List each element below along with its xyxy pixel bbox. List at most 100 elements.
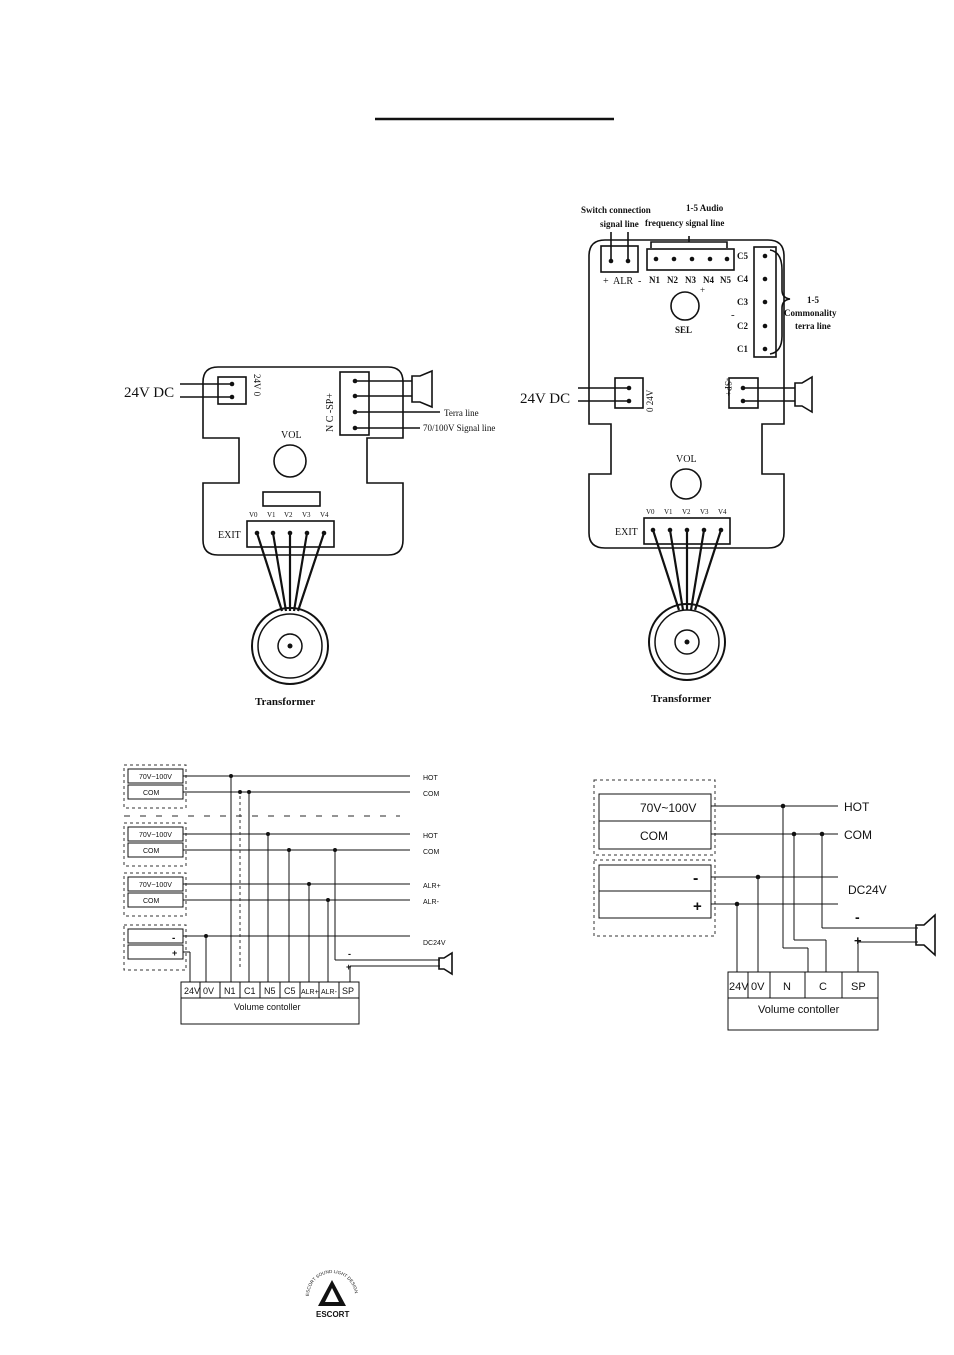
board-a-terra-line: Terra line — [444, 408, 479, 418]
escort-logo: ESCORT SOUND LIGHT DESIGN ESCORT — [305, 1269, 359, 1319]
svg-text:ALR-: ALR- — [423, 899, 440, 906]
board-a-transformer-label: Transformer — [255, 696, 315, 708]
svg-text:N5: N5 — [720, 275, 731, 285]
board-b-common-3: terra line — [795, 321, 831, 331]
svg-text:SP: SP — [851, 981, 866, 993]
svg-text:V0: V0 — [249, 511, 258, 519]
board-a-outline — [202, 366, 404, 556]
board-a-output-connector — [339, 371, 370, 436]
wiring-a-volume-controller — [180, 981, 360, 1025]
wiring-a-source-1-com: COM — [143, 790, 160, 797]
wiring-a-source-3-hot: 70V~100V — [139, 882, 172, 889]
wiring-a-sp-plus: + — [346, 962, 351, 972]
wiring-a-bus-labels: HOT COM HOT COM ALR+ ALR- DC24V — [423, 775, 446, 947]
board-b-alr-minus: - — [638, 276, 641, 287]
wiring-b-source-hot: 70V~100V — [640, 801, 696, 815]
board-b-alr-plus: + — [603, 276, 609, 287]
svg-text:C4: C4 — [737, 274, 748, 284]
wiring-a-sp-minus: - — [348, 949, 351, 959]
board-b-speaker-icon — [794, 375, 813, 414]
board-b-common-1: 1-5 — [807, 295, 819, 305]
svg-text:N4: N4 — [703, 275, 714, 285]
wiring-a-source-3-com: COM — [143, 898, 160, 905]
wiring-b: 70V~100V COM - + HOT COM DC24V - + — [593, 779, 936, 1031]
board-b-common-2: Commonality — [784, 308, 837, 318]
wiring-b-volume-controller — [727, 971, 879, 1031]
board-b-brace — [769, 249, 791, 355]
svg-text:N5: N5 — [264, 986, 276, 996]
wiring-b-sp-minus: - — [855, 909, 860, 925]
board-b-audio-header-2: frequency signal line — [645, 218, 724, 228]
board-a-transformer-icon — [251, 607, 329, 685]
board-a-output-pins: N C -SP+ — [325, 393, 336, 432]
svg-text:COM: COM — [423, 849, 440, 856]
svg-text:N: N — [783, 981, 791, 993]
svg-text:C1: C1 — [244, 986, 256, 996]
wiring-a-dc-plus: + — [172, 948, 177, 958]
board-a-tap-labels: V0 V1 V2 V3 V4 — [249, 511, 329, 519]
svg-text:0V: 0V — [203, 986, 214, 996]
svg-text:V3: V3 — [700, 508, 709, 516]
svg-text:V2: V2 — [284, 511, 293, 519]
svg-text:N2: N2 — [667, 275, 678, 285]
board-b-c-connector — [753, 246, 777, 358]
svg-text:N3: N3 — [685, 275, 696, 285]
svg-text:HOT: HOT — [423, 775, 439, 782]
svg-text:N1: N1 — [224, 986, 236, 996]
svg-text:ALR-: ALR- — [321, 989, 338, 996]
svg-text:C5: C5 — [284, 986, 296, 996]
board-a: 24V DC 24V 0 N C -SP+ Terra line 70/100V… — [124, 366, 495, 708]
svg-text:C5: C5 — [737, 251, 748, 261]
logo-name: ESCORT — [316, 1310, 349, 1319]
board-b-outline — [588, 239, 785, 549]
svg-text:V0: V0 — [646, 508, 655, 516]
wiring-a-speaker-icon — [438, 951, 453, 976]
board-b-power-label: 24V DC — [520, 391, 570, 407]
board-b-sel-knob — [670, 291, 700, 321]
svg-text:C3: C3 — [737, 297, 748, 307]
board-b-transformer-icon — [648, 603, 726, 681]
svg-text:V1: V1 — [664, 508, 673, 516]
board-b-vol-knob — [670, 468, 702, 500]
svg-text:C: C — [819, 981, 827, 993]
board-b-c-labels: C5 C4 C3 C2 C1 — [737, 251, 748, 354]
wiring-b-dc-plus: + — [693, 898, 702, 915]
wiring-a-source-group-1 — [123, 764, 187, 809]
wiring-a-controller-label: Volume contoller — [234, 1002, 301, 1012]
wiring-b-dc-group — [593, 859, 716, 937]
board-a-transformer-wires — [255, 532, 326, 612]
svg-text:V4: V4 — [320, 511, 329, 519]
board-a-exit-label: EXIT — [218, 530, 241, 541]
wiring-a-dc-minus: - — [172, 933, 175, 944]
board-a-jumper — [262, 491, 321, 507]
wiring-a-terminals: 24V 0V N1 C1 N5 C5 ALR+ ALR- SP — [184, 982, 354, 998]
svg-text:V4: V4 — [718, 508, 727, 516]
board-b-power-connector — [614, 377, 644, 409]
board-b-connector-pins: 0 24V — [645, 389, 655, 412]
board-a-signal-line: 70/100V Signal line — [423, 423, 495, 433]
wiring-b-dc-minus: - — [693, 870, 698, 887]
svg-text:V3: V3 — [302, 511, 311, 519]
board-b-switch-header-2: signal line — [600, 219, 639, 229]
svg-text:COM: COM — [423, 791, 440, 798]
svg-text:V2: V2 — [682, 508, 691, 516]
svg-text:24V: 24V — [729, 981, 749, 993]
board-b-c-minus: - — [731, 309, 735, 321]
svg-text:N1: N1 — [649, 275, 660, 285]
wiring-a-dc-group — [123, 924, 187, 971]
svg-text:ALR+: ALR+ — [423, 883, 441, 890]
wiring-a-source-group-3 — [123, 872, 187, 917]
svg-text:C1: C1 — [737, 344, 748, 354]
wiring-b-bus-labels: HOT COM DC24V — [844, 800, 887, 897]
svg-text:DC24V: DC24V — [423, 940, 446, 947]
wiring-b-controller-label: Volume contoller — [758, 1004, 840, 1016]
svg-text:C2: C2 — [737, 321, 748, 331]
svg-text:DC24V: DC24V — [848, 883, 887, 897]
board-b-tap-labels: V0 V1 V2 V3 V4 — [646, 508, 727, 516]
wiring-b-source-com: COM — [640, 829, 668, 843]
board-b-sp-pins: -SP+ — [723, 378, 733, 396]
wiring-b-speaker-icon — [915, 913, 936, 957]
svg-text:HOT: HOT — [423, 833, 439, 840]
board-a-vol-knob — [273, 444, 307, 478]
wiring-a-source-2-com: COM — [143, 848, 160, 855]
